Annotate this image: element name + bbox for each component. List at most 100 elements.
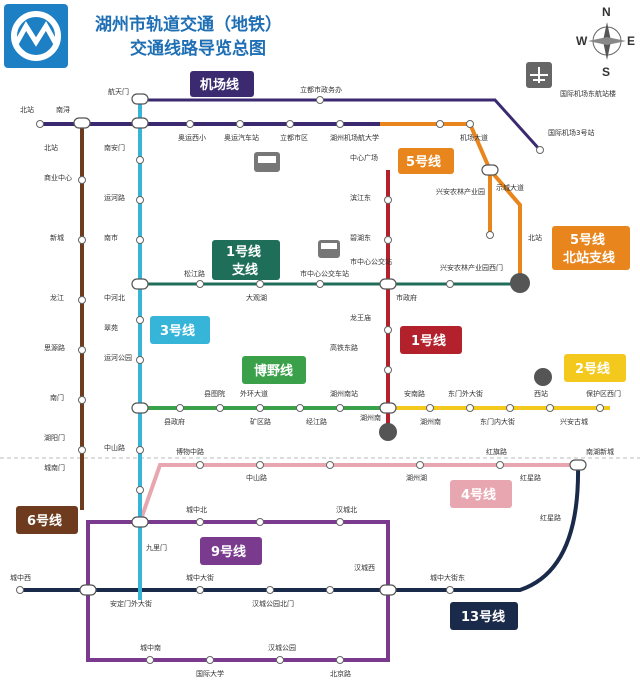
- station-name: 湖州南: [420, 417, 441, 426]
- station-name: 大观湖: [246, 293, 267, 302]
- bus-icon: [254, 152, 280, 172]
- station-name: 县图院: [204, 389, 225, 398]
- station-name: 矿区路: [250, 417, 271, 426]
- metro-logo: [4, 4, 68, 68]
- station-name: 南市: [104, 233, 118, 242]
- station-name: 湖州机场航大学: [330, 133, 379, 142]
- station-name: 湖州南站: [330, 389, 358, 398]
- station-name: 外环大道: [240, 389, 268, 398]
- label-line5: 5号线: [398, 148, 454, 174]
- station-name: 国际机场3号站: [548, 128, 594, 137]
- svg-text:1号线: 1号线: [411, 333, 446, 349]
- station-name: 红旗路: [486, 447, 507, 456]
- station-name: 九里门: [146, 543, 167, 552]
- station-name: 东门内大街: [480, 417, 515, 426]
- line9-route: [86, 520, 390, 662]
- station-name: 湖州湖: [406, 473, 427, 482]
- compass-w: W: [576, 34, 588, 48]
- svg-text:1号线: 1号线: [226, 244, 261, 260]
- station-name: 高铁东路: [330, 343, 358, 352]
- station-name: 安南路: [404, 389, 425, 398]
- station-name: 西站: [534, 389, 548, 398]
- svg-text:3号线: 3号线: [160, 323, 195, 339]
- station-name: 汉城西: [354, 564, 375, 572]
- station-name: 滨江东: [350, 193, 371, 202]
- label-line13: 13号线: [450, 602, 518, 630]
- svg-text:6号线: 6号线: [27, 513, 62, 529]
- station-name: 兴安农林产业园西门: [440, 263, 503, 272]
- label-line6: 6号线: [16, 506, 78, 534]
- station-name: 经江路: [306, 417, 327, 426]
- airport-icon: [526, 62, 552, 88]
- station-name: 湖州南: [360, 413, 381, 422]
- station-name: 东门外大街: [448, 389, 483, 398]
- label-line2: 2号线: [564, 354, 626, 382]
- station-name: 立都市区: [280, 133, 308, 142]
- label-line1-branch: 1号线 支线: [212, 240, 280, 280]
- station-name: 松江路: [184, 269, 205, 278]
- label-line3: 3号线: [150, 316, 210, 344]
- station-name: 碧湖东: [350, 233, 371, 242]
- label-line5-branch: 5号线 北站支线: [552, 226, 630, 270]
- airport-upper-route: [140, 98, 542, 152]
- station-name: 汉城北: [336, 506, 357, 514]
- label-line1: 1号线: [400, 326, 462, 354]
- station-name: 城中大街: [186, 573, 214, 582]
- transfer-stations: [73, 93, 587, 596]
- station-name: 城中西: [10, 573, 31, 582]
- station-name: 国际大学: [196, 669, 224, 678]
- station-name: 汉城公园: [268, 644, 296, 652]
- svg-text:北站支线: 北站支线: [563, 250, 615, 266]
- station-name: 市中心公交站: [350, 257, 392, 266]
- svg-text:机场线: 机场线: [200, 77, 239, 93]
- station-name: 南安门: [104, 143, 125, 152]
- compass-s: S: [602, 65, 610, 79]
- station-name: 航天门: [108, 87, 129, 96]
- label-line9: 9号线: [200, 537, 262, 565]
- station-name: 南门: [50, 393, 64, 402]
- map-title-line-1: 湖州市轨道交通（地铁）: [95, 14, 282, 35]
- station-name: 城南门: [44, 463, 65, 472]
- svg-text:2号线: 2号线: [575, 361, 610, 377]
- svg-text:5号线: 5号线: [406, 154, 441, 170]
- label-airport: 机场线: [190, 71, 254, 97]
- station-name: 红星路: [540, 513, 561, 522]
- station-name: 城中北: [186, 505, 207, 514]
- station-name: 商业中心: [44, 173, 72, 182]
- svg-text:博野线: 博野线: [254, 363, 293, 379]
- station-name: 北京路: [330, 669, 351, 678]
- station-name: 新城: [50, 233, 64, 242]
- station-name: 运河公园: [104, 354, 132, 362]
- station-name: 奥运西小: [178, 133, 206, 142]
- station-name: 北站: [20, 105, 34, 114]
- station-name: 龙王庙: [350, 313, 371, 322]
- station-name: 运河路: [104, 193, 125, 202]
- station-name: 城中南: [140, 643, 161, 652]
- svg-text:9号线: 9号线: [211, 544, 246, 560]
- station-name: 南浔: [56, 105, 70, 114]
- train-station-icon: [379, 273, 552, 441]
- compass-n: N: [602, 5, 611, 19]
- station-name: 湖阳门: [44, 433, 65, 442]
- line13-route: [20, 464, 581, 592]
- station-name: 兴安农林产业园: [436, 187, 485, 196]
- station-name: 市政府: [396, 293, 417, 302]
- station-name: 国际机场东航站楼: [560, 89, 616, 98]
- line5-branch-route: [488, 168, 522, 280]
- station-name: 汉城公园北门: [252, 599, 294, 608]
- station-name: 翠苑: [104, 323, 118, 332]
- compass-e: E: [627, 34, 635, 48]
- station-name: 中山路: [104, 443, 125, 452]
- line5-route: [380, 122, 492, 235]
- svg-text:13号线: 13号线: [461, 609, 505, 625]
- station-dots: [16, 96, 604, 664]
- station-name: 市中心公交车站: [300, 269, 349, 278]
- svg-text:支线: 支线: [231, 262, 258, 278]
- label-line4: 4号线: [450, 480, 512, 508]
- svg-text:5号线: 5号线: [570, 232, 605, 248]
- station-name: 龙江: [50, 293, 64, 302]
- compass-icon: N E W S: [576, 5, 635, 79]
- station-name: 示城大道: [496, 183, 524, 192]
- station-name: 立都市政务办: [300, 85, 342, 94]
